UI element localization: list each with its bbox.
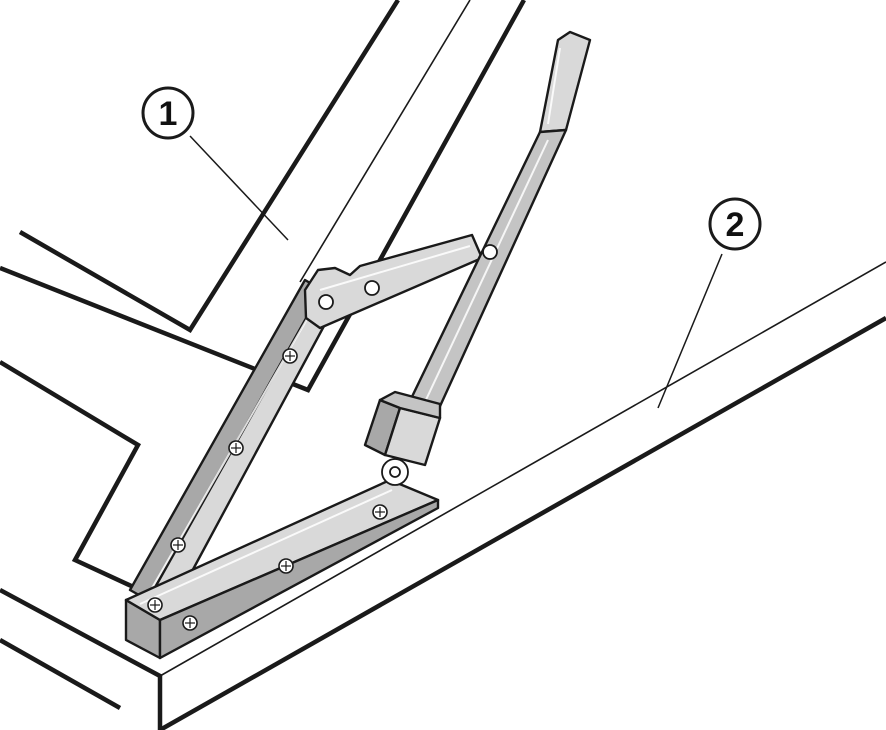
cross-link (303, 233, 484, 330)
callout-2-leader (657, 253, 723, 409)
callout-2-ring (708, 197, 762, 251)
lid-arm-screw-3 (282, 348, 298, 364)
lid-arm-bracket (128, 278, 340, 602)
cross-link-face (303, 233, 484, 330)
body-front-edge (0, 588, 163, 730)
callout-2: 2 (657, 197, 762, 409)
body-panel (0, 261, 886, 730)
sleeve-top (378, 390, 442, 420)
body-left-bottom-edge (0, 638, 122, 710)
base-bracket (124, 458, 440, 660)
stay-bar (406, 30, 592, 417)
body-bottom-edge (158, 316, 886, 730)
lid-panel (0, 0, 526, 593)
callout-2-label: 2 (726, 206, 745, 244)
base-screw-3 (278, 558, 294, 574)
lid-arm-screw-2 (228, 440, 244, 456)
base-screw-2 (182, 615, 198, 631)
stay-bar-upper-face (538, 30, 592, 134)
stay-sleeve (363, 390, 442, 467)
body-top-front-edge (159, 261, 886, 677)
base-bracket-edge (158, 498, 440, 660)
lid-inner-edge (0, 0, 526, 393)
stay-bar-hole (482, 244, 498, 260)
lid-arm-screw-1 (170, 537, 186, 553)
base-pivot-pin (389, 466, 401, 478)
callout-1: 1 (141, 86, 289, 241)
lid-lower-edge (0, 360, 142, 593)
lid-thickness-line (299, 0, 471, 283)
lid-outer-edge (18, 0, 400, 334)
callout-1-ring (141, 86, 195, 140)
callout-1-leader (189, 135, 289, 241)
base-screw-1 (147, 597, 163, 613)
cross-link-pivot-hole (318, 294, 334, 310)
cross-link-center-hole (364, 280, 380, 296)
base-screw-4 (372, 504, 388, 520)
callout-1-label: 1 (159, 95, 178, 133)
